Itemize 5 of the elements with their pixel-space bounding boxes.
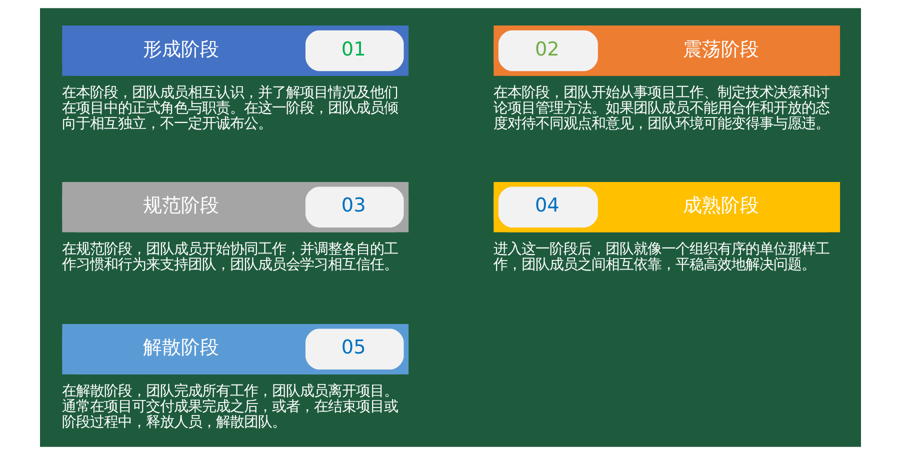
- node-label: 在解散阶段，团队完成所有工作，团队成员离开项目。通常在项目可交付成果完成之后，或者，在结束项目或阶段过程中，释放人员，解散团队。: [62, 383, 398, 431]
- node-label: 在本阶段，团队开始从事项目工作、制定技术决策和讨论项目管理方法。如果团队成员不能用合作和开放的态度对待不同观点和意见，团队环境可能变得事与愿违。: [493, 84, 830, 132]
- node-label: 进入这一阶段后，团队就像一个组织有序的单位那样工作，团队成员之间相互依靠，平稳高效地解决问题。: [493, 241, 830, 273]
- node-label: 在本阶段，团队成员相互认识，并了解项目情况及他们在项目中的正式角色与职责。在这一阶段，团队成员倾向于相互独立，不一定开诚布公。: [62, 84, 398, 132]
- node-label: 在规范阶段，团队成员开始协同工作，并调整各自的工作习惯和行为来支持团队，团队成员会学习相互信任。: [62, 241, 398, 273]
